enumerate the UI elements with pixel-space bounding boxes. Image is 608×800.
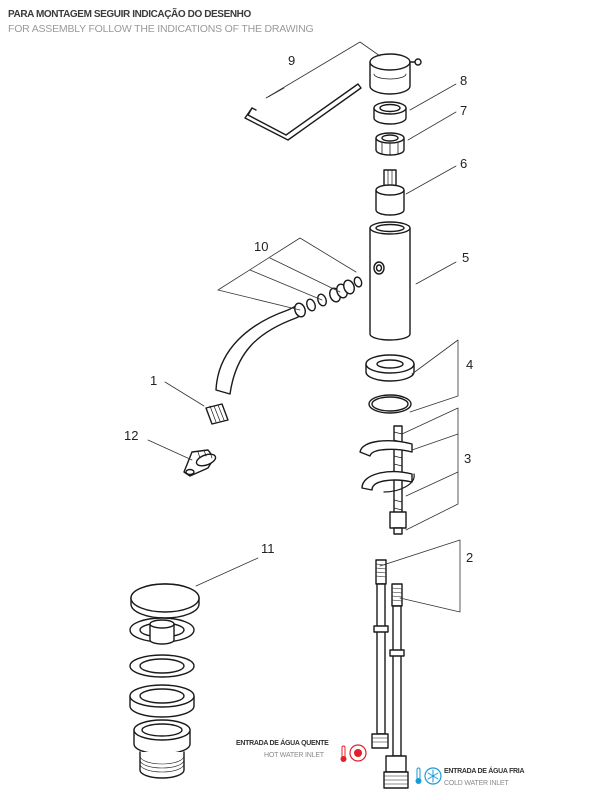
part-7-nut: [375, 132, 405, 156]
hot-inlet-label-en: HOT WATER INLET: [264, 752, 324, 759]
part-8-ring: [373, 101, 407, 125]
leader-5: [415, 261, 457, 285]
part-9-handle: [369, 53, 422, 95]
callout-11: 11: [261, 541, 275, 556]
callout-1: 1: [150, 373, 157, 388]
callout-3: 3: [464, 451, 471, 466]
callout-5: 5: [462, 250, 469, 265]
assembly-instruction-en: FOR ASSEMBLY FOLLOW THE INDICATIONS OF T…: [8, 23, 314, 35]
leader-4: [409, 339, 459, 413]
leader-1: [164, 381, 205, 407]
part-5-body: [369, 221, 411, 341]
part-11-drain: [129, 583, 200, 779]
part-6-cartridge: [375, 169, 405, 216]
callout-2: 2: [466, 550, 473, 565]
leader-12: [147, 439, 193, 461]
leader-9: [265, 41, 381, 99]
cold-inlet-label-pt: ENTRADA DE ÁGUA FRIA: [444, 768, 525, 775]
assembly-instruction-pt: PARA MONTAGEM SEGUIR INDICAÇÃO DO DESENH…: [8, 9, 251, 20]
part-2-hoses: [371, 559, 409, 789]
part-10-spout: [215, 302, 306, 395]
leader-8: [409, 83, 457, 111]
leader-2: [379, 539, 461, 613]
cold-water-icon: [415, 767, 442, 785]
hot-water-icon: [340, 744, 367, 762]
part-10-orings: [306, 276, 363, 312]
part-1-aerator: [205, 403, 229, 425]
hot-inlet-label-pt: ENTRADA DE ÁGUA QUENTE: [236, 740, 329, 747]
part-3-fixing-kit: [359, 425, 415, 535]
leader-11: [195, 557, 259, 587]
part-9-allen-key: [244, 83, 362, 141]
callout-7: 7: [460, 103, 467, 118]
part-12-aerator-key: [183, 449, 217, 477]
leader-7: [407, 111, 457, 141]
leader-10: [217, 237, 357, 311]
callout-6: 6: [460, 156, 467, 171]
leader-6: [405, 165, 457, 195]
cold-inlet-label-en: COLD WATER INLET: [444, 780, 509, 787]
part-4-gasket: [365, 354, 415, 414]
leader-3: [401, 407, 459, 531]
callout-12: 12: [124, 428, 138, 443]
callout-9: 9: [288, 53, 295, 68]
callout-10: 10: [254, 239, 268, 254]
callout-8: 8: [460, 73, 467, 88]
callout-4: 4: [466, 357, 473, 372]
